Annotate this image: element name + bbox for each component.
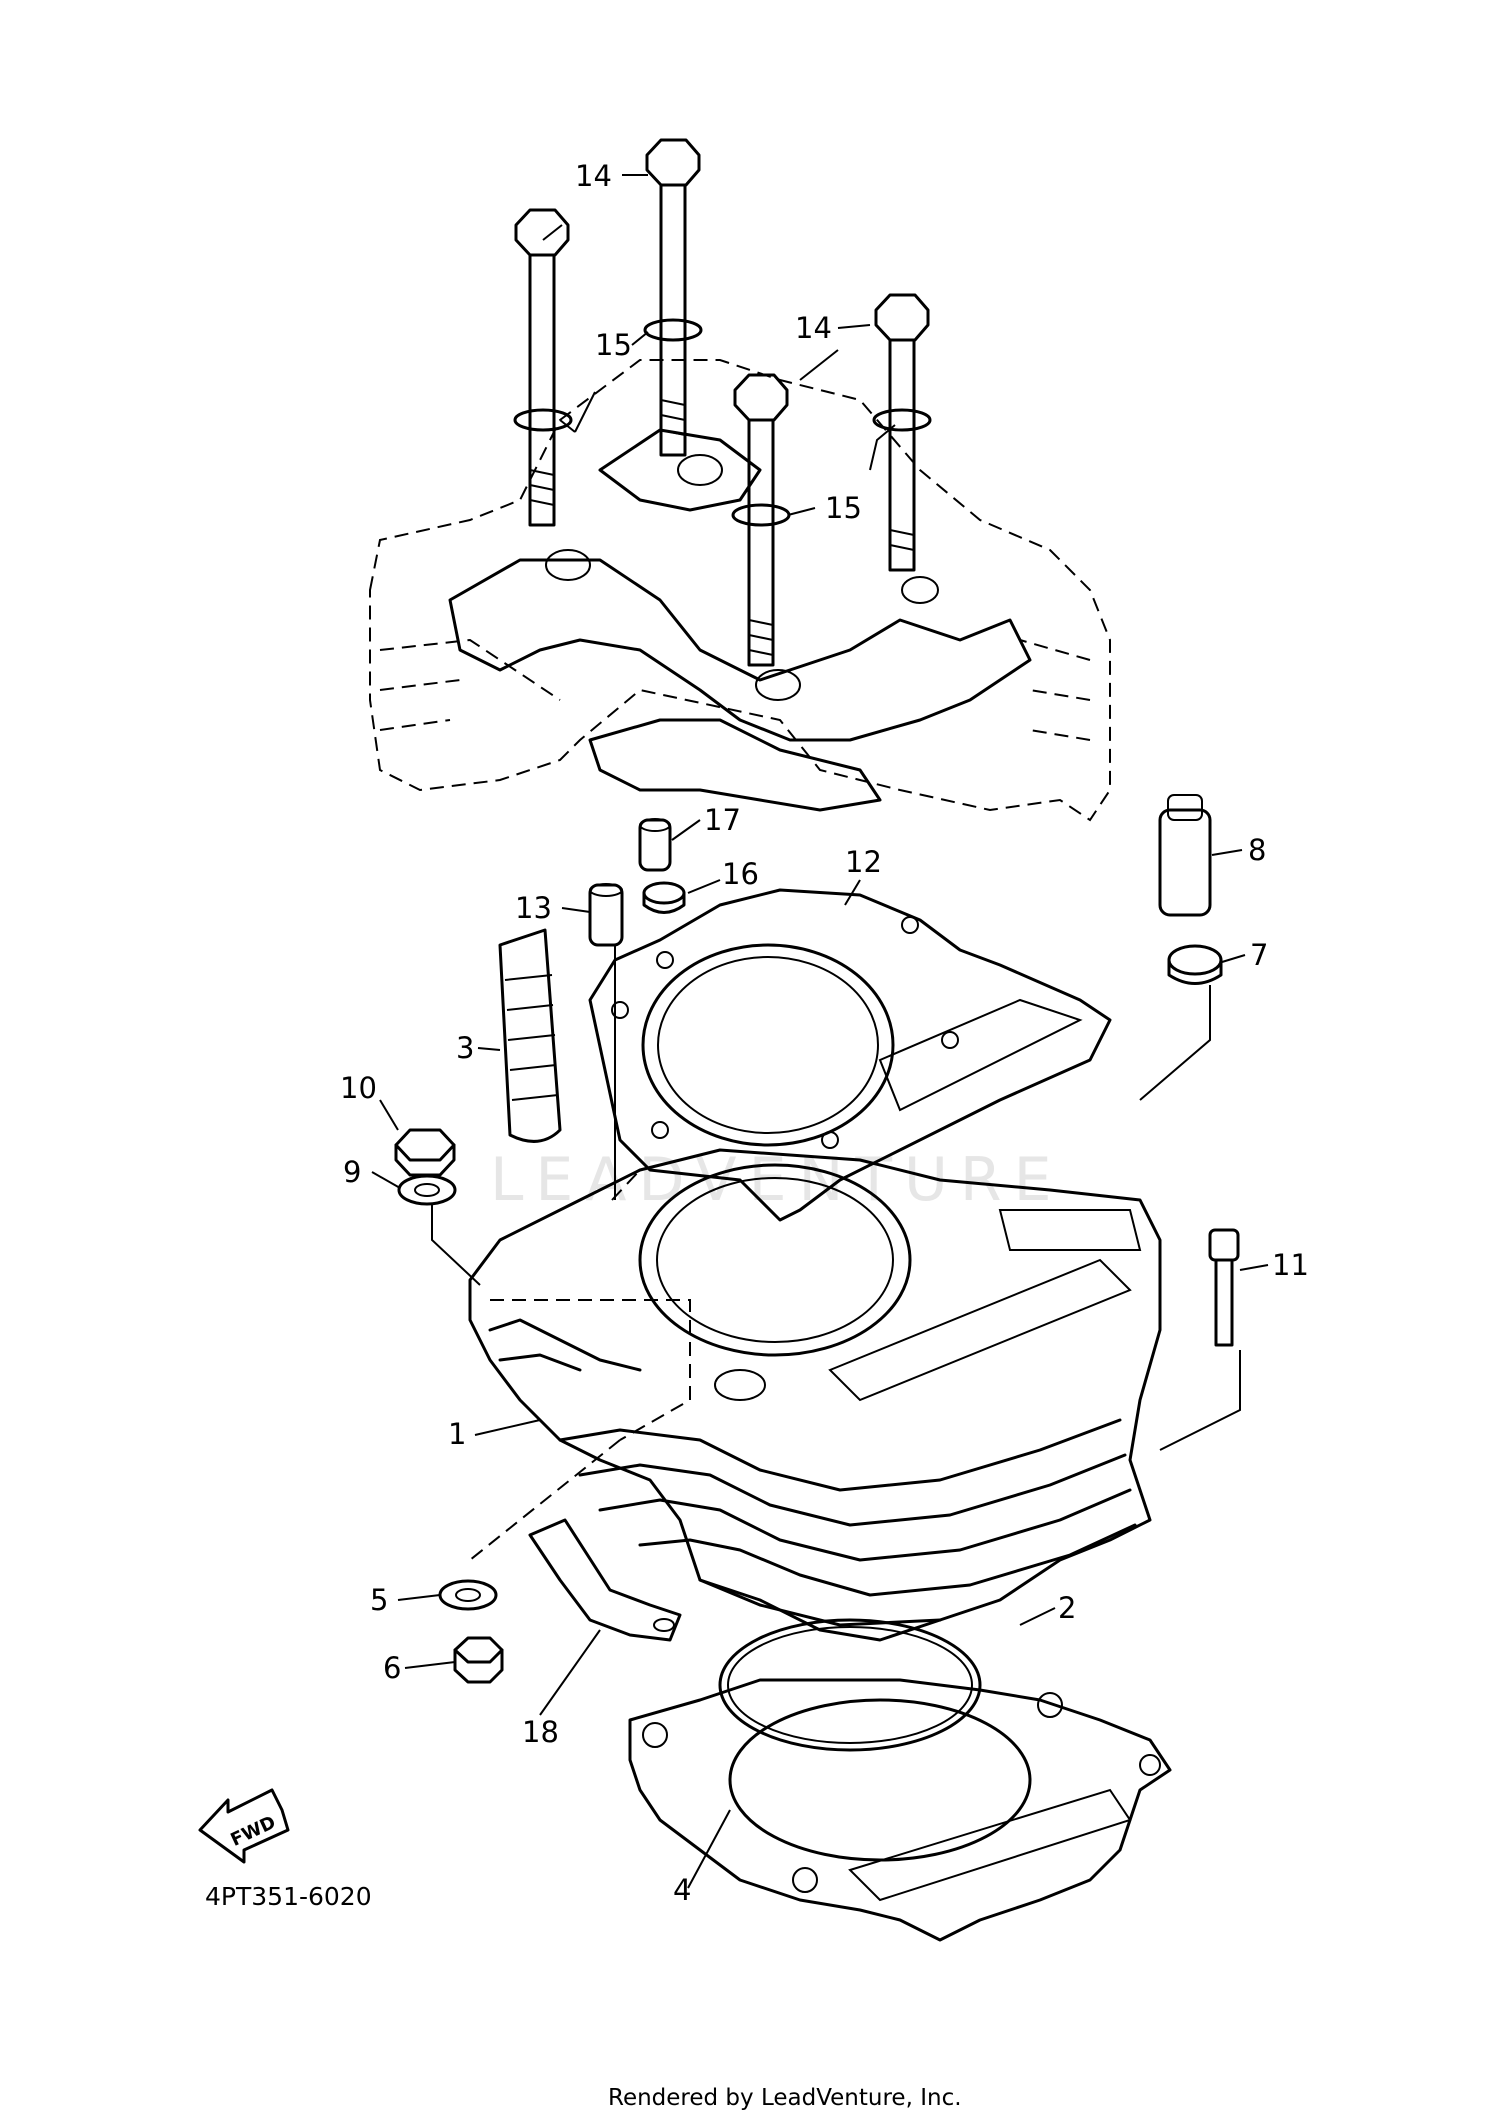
callout-9: 9 bbox=[343, 1155, 361, 1189]
callout-2: 2 bbox=[1058, 1591, 1076, 1625]
callout-13: 13 bbox=[515, 891, 552, 925]
bolt-1 bbox=[513, 208, 573, 527]
diagram-reference-code: 4PT351-6020 bbox=[205, 1882, 372, 1911]
callout-18: 18 bbox=[522, 1715, 559, 1749]
callout-12: 12 bbox=[845, 845, 882, 879]
watermark-text: LEADVENTURE bbox=[490, 1145, 1064, 1215]
dowel-pin-13 bbox=[588, 883, 624, 947]
callout-5: 5 bbox=[370, 1583, 388, 1617]
dowel-pin-17 bbox=[638, 818, 672, 872]
callout-3: 3 bbox=[456, 1031, 474, 1065]
bolt-3 bbox=[872, 293, 932, 572]
callout-10: 10 bbox=[340, 1071, 377, 1105]
o-ring-16 bbox=[642, 881, 686, 914]
washer-9 bbox=[397, 1174, 457, 1206]
cylinder-base-gasket-4 bbox=[628, 1678, 1172, 1942]
cylinder-head-gasket-12 bbox=[588, 888, 1112, 1222]
callout-8: 8 bbox=[1248, 833, 1266, 867]
seal-7 bbox=[1167, 944, 1223, 985]
bolt-2 bbox=[643, 138, 703, 457]
nut-10 bbox=[394, 1128, 456, 1177]
cylinder-head-bolts bbox=[513, 138, 932, 667]
callout-labels: 14 15 14 15 17 12 16 13 8 7 3 10 9 11 1 … bbox=[340, 159, 1309, 1907]
forward-direction-arrow: FWD bbox=[198, 1788, 290, 1864]
bracket-18 bbox=[528, 1518, 682, 1642]
callout-15: 15 bbox=[825, 491, 862, 525]
cylinder-1 bbox=[468, 1148, 1162, 1642]
render-credit: Rendered by LeadVenture, Inc. bbox=[608, 2085, 962, 2111]
nut-6 bbox=[453, 1636, 504, 1684]
callout-6: 6 bbox=[383, 1651, 401, 1685]
o-ring-2 bbox=[718, 1618, 982, 1752]
guide-pin-8 bbox=[1158, 794, 1212, 917]
cylinder-head-outline bbox=[369, 359, 1111, 822]
callout-4: 4 bbox=[673, 1873, 691, 1907]
bolt-11 bbox=[1208, 1228, 1240, 1347]
washer-5 bbox=[438, 1579, 498, 1611]
callout-14: 14 bbox=[575, 159, 612, 193]
callout-15: 15 bbox=[595, 328, 632, 362]
timing-chain-guide-3 bbox=[498, 928, 562, 1143]
callout-16: 16 bbox=[722, 857, 759, 891]
callout-17: 17 bbox=[704, 803, 741, 837]
callout-1: 1 bbox=[448, 1417, 466, 1451]
bolt-4 bbox=[731, 373, 791, 667]
leader-lines bbox=[371, 174, 1269, 1889]
callout-14: 14 bbox=[795, 311, 832, 345]
callout-11: 11 bbox=[1272, 1248, 1309, 1282]
callout-7: 7 bbox=[1250, 938, 1268, 972]
